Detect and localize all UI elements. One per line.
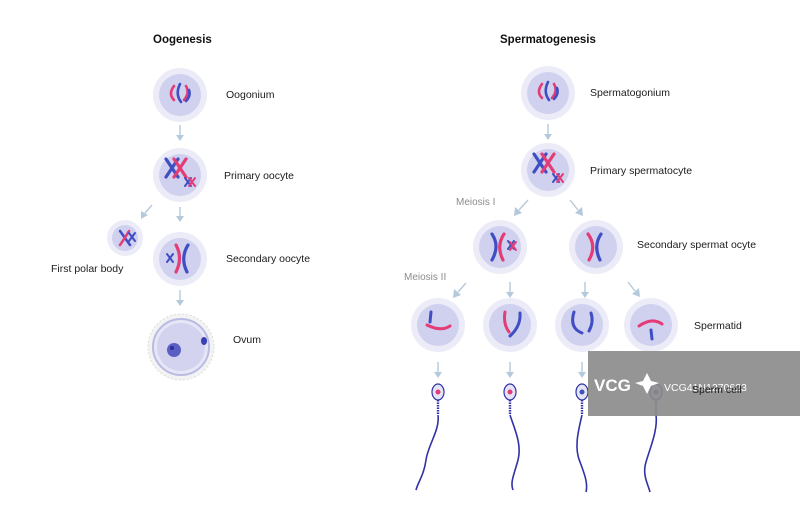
first-polar-body-cell [107,220,143,256]
spermatid-cell [483,298,537,352]
secondary-spermatocyte-label: Secondary spermat ocyte [637,239,756,251]
watermark-star-icon [635,373,659,394]
first-polar-body-label: First polar body [51,263,124,275]
sperm-cell-label: Sperm cell [692,384,742,396]
watermark: VCG VCG41N1270623 [588,351,800,416]
secondary-oocyte-cell [153,232,207,286]
meiosis-1-label: Meiosis I [456,197,495,208]
primary-oocyte-cell [153,148,207,202]
spermatid-cell [555,298,609,352]
primary-oocyte-label: Primary oocyte [224,170,294,182]
sperm-cell [503,383,520,491]
sperm-cell [575,383,589,493]
secondary-spermatocyte-cell [569,220,623,274]
watermark-text: VCG41N1270623 [664,382,747,394]
ovum-cell [147,313,215,381]
spermatid-cell [411,298,465,352]
spermatogenesis-title: Spermatogenesis [500,34,596,46]
spermatogonium-cell [521,66,575,120]
spermatid-cell [624,298,678,352]
spermatid-label: Spermatid [694,320,742,332]
spermatogenesis-arrows [434,124,640,378]
primary-spermatocyte-label: Primary spermatocyte [590,165,692,177]
oogonium-cell [153,68,207,122]
meiosis-2-label: Meiosis II [404,272,446,283]
spermatogonium-label: Spermatogonium [590,87,670,99]
secondary-oocyte-label: Secondary oocyte [226,253,310,265]
oogenesis-title: Oogenesis [153,34,212,46]
ovum-label: Ovum [233,334,261,346]
oogenesis-arrows [141,125,184,306]
oogonium-label: Oogonium [226,89,275,101]
primary-spermatocyte-cell [521,143,575,197]
watermark-logo: VCG [594,376,631,395]
secondary-spermatocyte-cell [473,220,527,274]
sperm-cell [415,383,445,491]
